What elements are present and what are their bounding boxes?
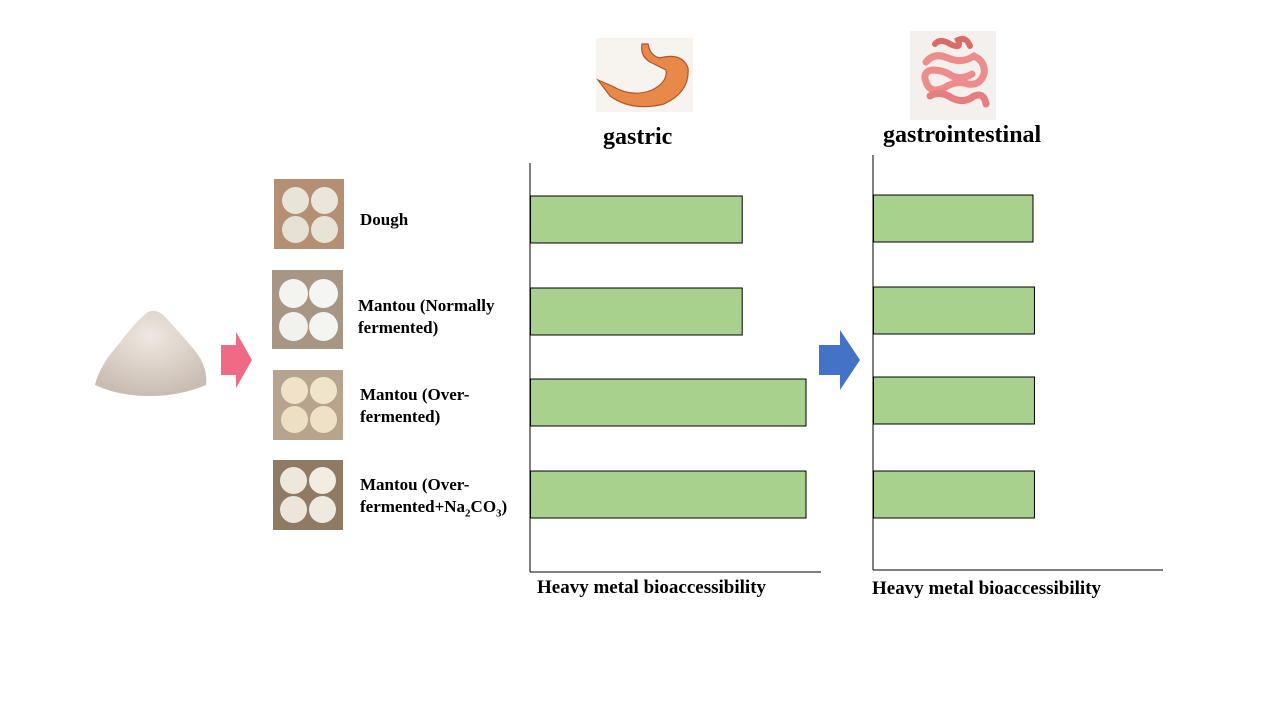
gi-bar-3: [873, 376, 1035, 425]
label-mantou-over: Mantou (Over- fermented): [360, 385, 470, 426]
gastric-bar-3: [530, 378, 807, 427]
gi-bar-2: [873, 286, 1035, 335]
gastric-title: gastric: [603, 124, 673, 150]
gi-bar-4: [873, 470, 1035, 519]
mantou-normal-photo: [272, 270, 343, 349]
gastric-bar-2: [530, 287, 743, 336]
gastrointestinal-title: gastrointestinal: [883, 122, 1042, 148]
mantou-over-photo: [273, 370, 343, 440]
label-mantou-normal: Mantou (Normally fermented): [358, 296, 495, 337]
label-mantou-na2co3: Mantou (Over- fermented+Na2CO3): [360, 475, 508, 520]
label-dough: Dough: [360, 210, 409, 229]
gi-bar-1: [873, 194, 1034, 243]
gastric-axis-label: Heavy metal bioaccessibility: [537, 577, 767, 598]
gastric-bar-1: [530, 195, 743, 244]
dough-photo: [274, 179, 344, 249]
gastric-bar-4: [530, 470, 807, 519]
gastrointestinal-axis-label: Heavy metal bioaccessibility: [872, 578, 1102, 599]
mantou-na2co3-photo: [273, 460, 343, 530]
